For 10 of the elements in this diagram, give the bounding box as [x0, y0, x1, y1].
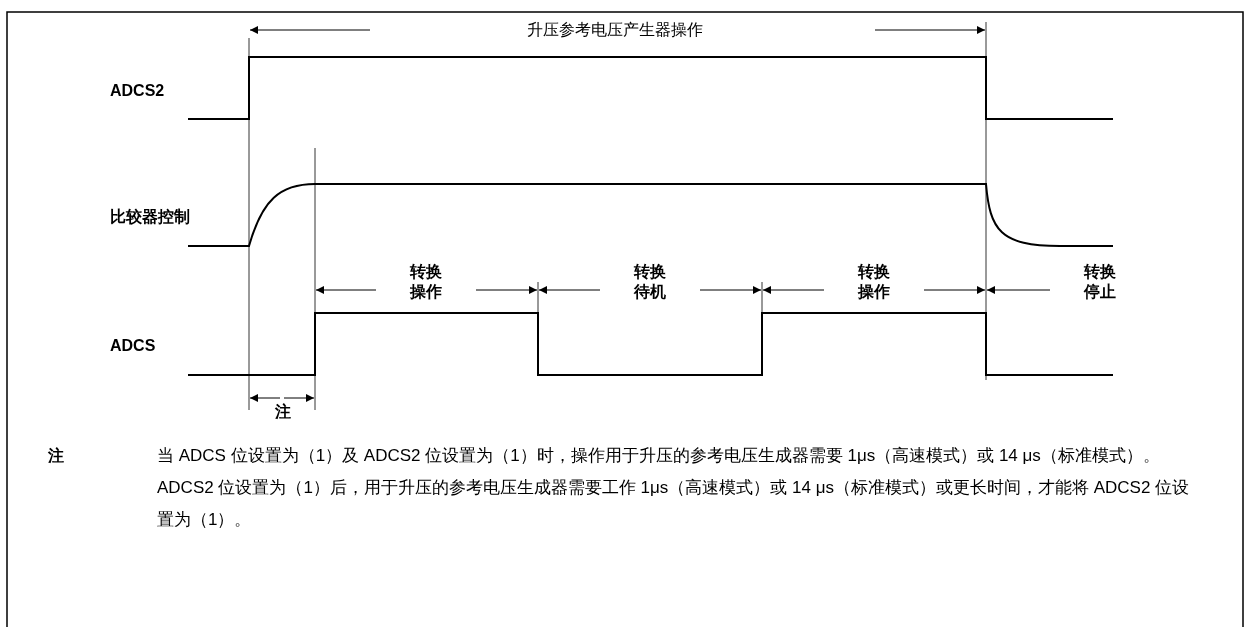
state-label: 转换操作: [857, 262, 891, 302]
signal-label: ADCS: [110, 336, 156, 356]
state-label: 转换停止: [1083, 262, 1117, 302]
state-label: 转换待机: [633, 262, 667, 302]
state-label: 转换操作: [409, 262, 443, 302]
note-marker: 注: [275, 402, 291, 422]
signal-label: 比较器控制: [110, 207, 190, 227]
note-marker: 注: [48, 446, 64, 466]
note-text: 当 ADCS 位设置为（1）及 ADCS2 位设置为（1）时，操作用于升压的参考电压生成器需要 1μs（高速模式）或 14 μs（标准模式）。ADCS2 位设置为（1）后，用于升压的参考电压生成器需要工作 1μs（高速模式）或 14 μs（标准模式）或更长时间，才能将 ADCS2 位设置为（1）。: [157, 445, 1191, 531]
signal-label: ADCS2: [110, 81, 165, 101]
